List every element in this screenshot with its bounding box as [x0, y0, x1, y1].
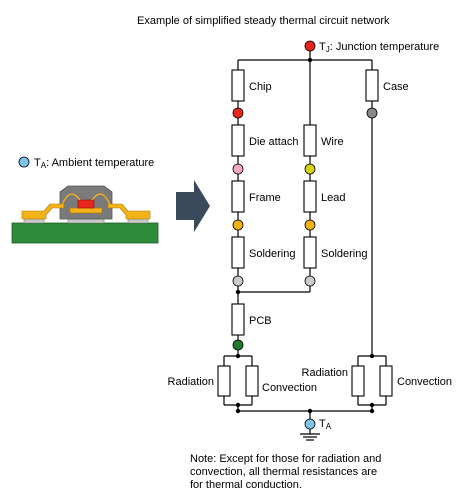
node-soldering-right-bottom	[304, 275, 316, 287]
resistor-frame	[231, 180, 245, 213]
node-soldering-left-bottom	[232, 275, 244, 287]
diagram-title: Example of simplified steady thermal cir…	[137, 15, 390, 27]
pcb-board	[11, 222, 159, 244]
lead-frame-right	[107, 203, 151, 220]
junction-dot	[307, 57, 313, 63]
package-illustration	[11, 185, 159, 244]
ambient-bottom-label: TA	[319, 418, 332, 431]
label-pcb: PCB	[249, 315, 272, 327]
label-frame: Frame	[249, 192, 281, 204]
label-soldering-right: Soldering	[321, 248, 367, 260]
ambient-temperature-node-left	[18, 156, 30, 168]
ambient-bottom-symbol: T	[319, 418, 326, 430]
ambient-bottom-subscript: A	[326, 422, 332, 431]
bond-wire	[91, 193, 111, 206]
die-pad	[69, 207, 103, 214]
node-wire-bottom	[304, 163, 316, 175]
junction-dot	[307, 408, 313, 414]
junction-dot	[235, 353, 241, 359]
junction-subscript: J	[326, 45, 330, 54]
junction-dot	[369, 408, 375, 414]
junction-temperature-label: TJ: Junction temperature	[319, 41, 439, 54]
junction-symbol: T	[319, 41, 326, 53]
node-die-attach-bottom	[232, 163, 244, 175]
junction-dot	[235, 408, 241, 414]
label-wire: Wire	[321, 136, 344, 148]
ambient-left-symbol: T	[34, 157, 41, 169]
node-chip-bottom	[232, 107, 244, 119]
solder-pad	[23, 218, 45, 224]
resistor-convection-left	[245, 365, 259, 397]
die	[77, 199, 95, 209]
resistor-wire	[303, 124, 317, 157]
resistor-die-attach	[231, 124, 245, 157]
resistor-pcb	[231, 303, 245, 336]
junction-dot	[369, 402, 375, 408]
ambient-temperature-node	[304, 418, 316, 430]
note-text: Note: Except for those for radiation and…	[190, 453, 384, 491]
label-convection-left: Convection	[262, 382, 317, 394]
resistor-radiation-left	[217, 365, 231, 397]
junction-dot	[235, 402, 241, 408]
label-chip: Chip	[249, 81, 272, 93]
label-lead: Lead	[321, 192, 345, 204]
label-die-attach: Die attach	[249, 136, 299, 148]
note-line-2: convection, all thermal resistances are	[190, 466, 377, 478]
label-soldering-left: Soldering	[249, 248, 295, 260]
ambient-left-description: : Ambient temperature	[46, 157, 154, 169]
resistor-soldering-left	[231, 236, 245, 269]
resistor-case	[365, 69, 379, 102]
ground-symbol	[300, 433, 320, 441]
junction-description: : Junction temperature	[330, 41, 439, 53]
label-radiation-right: Radiation	[302, 367, 348, 379]
solder-pad	[67, 218, 105, 224]
note-line-1: Note: Except for those for radiation and	[190, 453, 381, 465]
resistor-soldering-right	[303, 236, 317, 269]
lead-frame-left	[21, 203, 65, 220]
junction-dot	[235, 289, 241, 295]
node-case-bottom	[366, 107, 378, 119]
label-convection-right: Convection	[397, 376, 452, 388]
bond-wire	[61, 193, 81, 206]
label-case: Case	[383, 81, 409, 93]
resistor-radiation-right	[351, 365, 365, 397]
arrow-icon	[176, 180, 210, 232]
note-line-3: for thermal conduction.	[190, 479, 302, 491]
solder-pad	[127, 218, 149, 224]
resistor-chip	[231, 69, 245, 102]
circuit-wires	[223, 51, 387, 434]
junction-temperature-node	[304, 40, 316, 52]
ambient-temperature-label-left: TA: Ambient temperature	[34, 157, 154, 170]
resistor-convection-right	[379, 365, 393, 397]
label-radiation-left: Radiation	[168, 376, 214, 388]
ambient-left-subscript: A	[41, 161, 47, 170]
node-lead-bottom	[304, 219, 316, 231]
node-pcb-bottom	[232, 339, 244, 351]
node-frame-bottom	[232, 219, 244, 231]
junction-dot	[369, 353, 375, 359]
resistor-lead	[303, 180, 317, 213]
